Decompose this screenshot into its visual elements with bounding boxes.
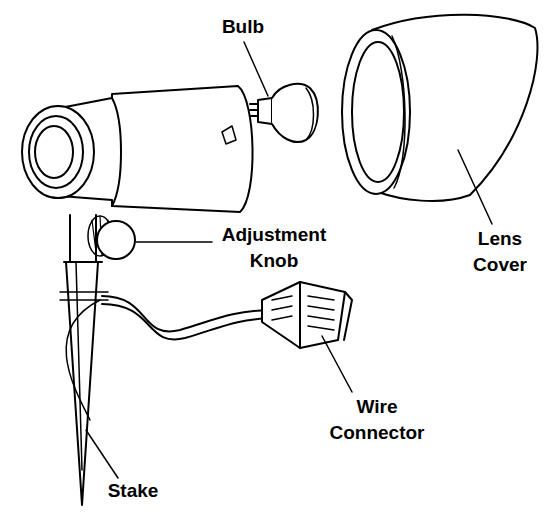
cover-lens — [352, 42, 404, 182]
leader-line — [244, 42, 268, 96]
bulb-drawing — [250, 84, 318, 142]
connector-edge — [300, 282, 352, 348]
lead-wire — [102, 304, 270, 339]
stake-spike — [66, 262, 98, 505]
front-face — [22, 106, 94, 198]
part-label: Lens Cover — [462, 226, 538, 278]
lead-wire — [66, 300, 100, 420]
leader-line — [322, 336, 352, 392]
housing-step — [112, 98, 121, 206]
part-label: Bulb — [212, 14, 274, 40]
lead-wire — [102, 296, 268, 331]
cover-rim — [392, 36, 405, 188]
bulb-reflector — [272, 84, 318, 142]
part-label: Wire Connector — [318, 394, 436, 446]
housing-drawing — [22, 86, 253, 212]
stake-drawing — [60, 215, 108, 505]
leader-line — [86, 430, 118, 478]
wire-connector-drawing — [262, 282, 352, 348]
knob-drawing — [88, 216, 135, 259]
lens-cover-drawing — [342, 15, 537, 201]
front-ring — [29, 116, 83, 188]
leader-lines — [86, 42, 492, 478]
connector-body — [262, 282, 345, 348]
housing-tab — [222, 126, 236, 144]
bulb-base — [258, 98, 272, 124]
leader-line — [136, 241, 212, 243]
part-label: Stake — [100, 478, 166, 504]
bulb-pins — [250, 104, 258, 116]
part-label: Adjustment Knob — [210, 222, 338, 274]
knob-cap — [97, 221, 135, 259]
stake-clip — [60, 292, 108, 300]
front-lens — [35, 126, 73, 178]
stake-ridge — [76, 262, 82, 470]
cover-ring — [342, 30, 410, 194]
connector-teeth — [272, 296, 334, 330]
bulb-rim — [306, 88, 314, 140]
leader-line — [458, 150, 492, 224]
